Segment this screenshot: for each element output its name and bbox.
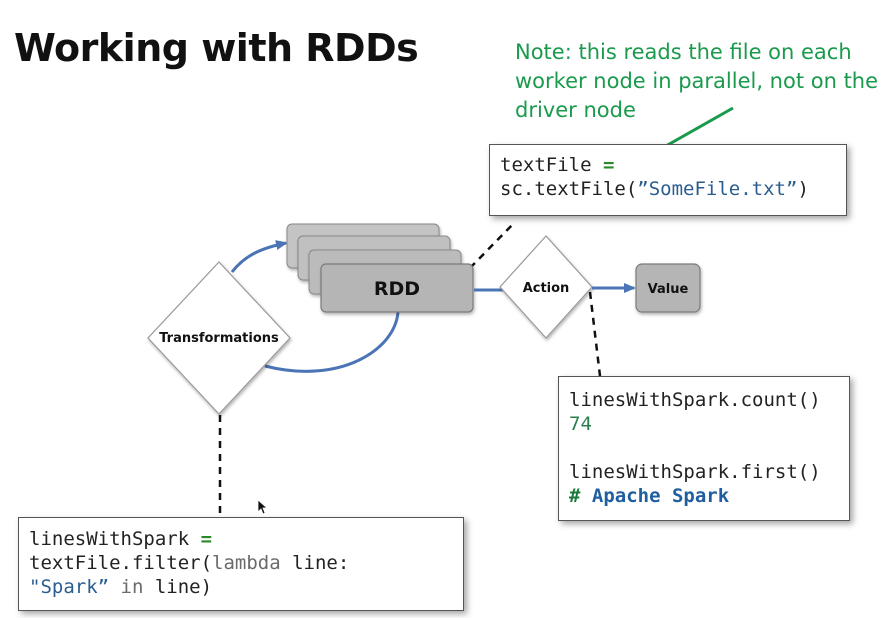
mouse-cursor-icon [257, 499, 269, 515]
first-result: Apache Spark [580, 485, 730, 507]
value-box [635, 263, 701, 313]
code-assign-op: = [591, 154, 615, 176]
filter-call: textFile.filter( [29, 552, 213, 574]
rdd-label: RDD [374, 278, 420, 300]
code-box-action: linesWithSpark.count() 74 linesWithSpark… [558, 376, 850, 521]
loop-arrow-top [230, 240, 288, 273]
dashed-connector-textfile [469, 221, 516, 269]
filter-lambda-kw: lambda [212, 552, 281, 574]
action-diamond [499, 235, 593, 339]
filter-string: "Spark” [29, 576, 110, 598]
count-result: 74 [569, 413, 592, 435]
code-box-textfile: textFile = sc.textFile(”SomeFile.txt”) [489, 144, 847, 216]
note-text: Note: this reads the file on each worker… [515, 40, 879, 122]
code-string: ”SomeFile.txt” [637, 178, 798, 200]
code-box-filter: linesWithSpark = textFile.filter(lambda … [18, 517, 464, 611]
code-paren: ) [797, 178, 809, 200]
first-hash: # [569, 485, 581, 507]
filter-var: linesWithSpark [29, 528, 190, 550]
count-call: linesWithSpark.count() [569, 389, 821, 411]
first-call: linesWithSpark.first() [569, 461, 821, 483]
transformations-label: Transformations [159, 331, 279, 346]
rdd-card-front [320, 263, 474, 313]
transformations-diamond [147, 261, 291, 415]
loop-arrow-bottom [264, 311, 400, 373]
filter-tail: line) [143, 576, 213, 598]
filter-line-arg: line: [280, 552, 350, 574]
value-label: Value [648, 282, 689, 297]
filter-in-kw: in [109, 576, 144, 598]
filter-assign-op: = [189, 528, 213, 550]
page-title: Working with RDDs [14, 26, 419, 70]
code-var: textFile [500, 154, 592, 176]
code-call: sc.textFile( [500, 178, 638, 200]
action-label: Action [523, 281, 570, 296]
dashed-connector-action [588, 291, 602, 377]
